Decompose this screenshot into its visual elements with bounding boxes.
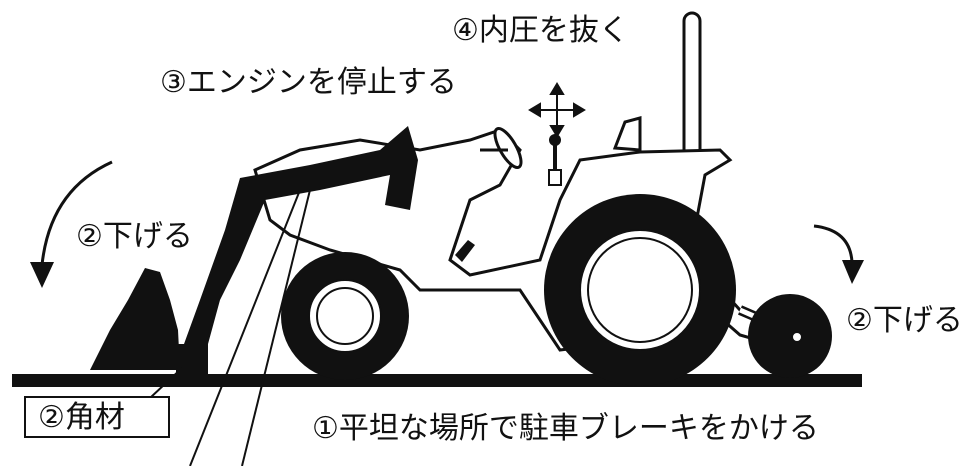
label-lower-rear: ②下げる — [846, 303, 963, 338]
label-release-pressure: ④内圧を抜く — [452, 13, 629, 48]
ground-line — [12, 374, 862, 387]
brake-leader-a — [189, 189, 301, 466]
rear-wheel — [544, 194, 736, 386]
label-stop-engine: ③エンジンを停止する — [160, 65, 457, 100]
loader-bucket — [90, 268, 180, 370]
pedal — [455, 240, 475, 262]
label-block: ②角材 — [24, 396, 170, 438]
rear-implement — [738, 294, 832, 378]
brake-leader-b — [241, 189, 311, 466]
loader-arm — [180, 126, 418, 355]
front-wheel — [281, 252, 409, 380]
curved-down-arrow-left-icon — [30, 160, 113, 288]
steering-wheel — [493, 127, 523, 169]
four-way-arrow-icon — [528, 82, 586, 138]
label-parking-brake: ①平坦な場所で駐車ブレーキをかける — [312, 411, 819, 446]
curved-down-arrow-right-icon — [813, 224, 864, 284]
label-lower-front: ②下げる — [76, 219, 193, 254]
roll-bar — [682, 11, 702, 165]
wood-block — [176, 344, 208, 376]
seat — [612, 116, 642, 152]
block-leader — [149, 367, 183, 399]
